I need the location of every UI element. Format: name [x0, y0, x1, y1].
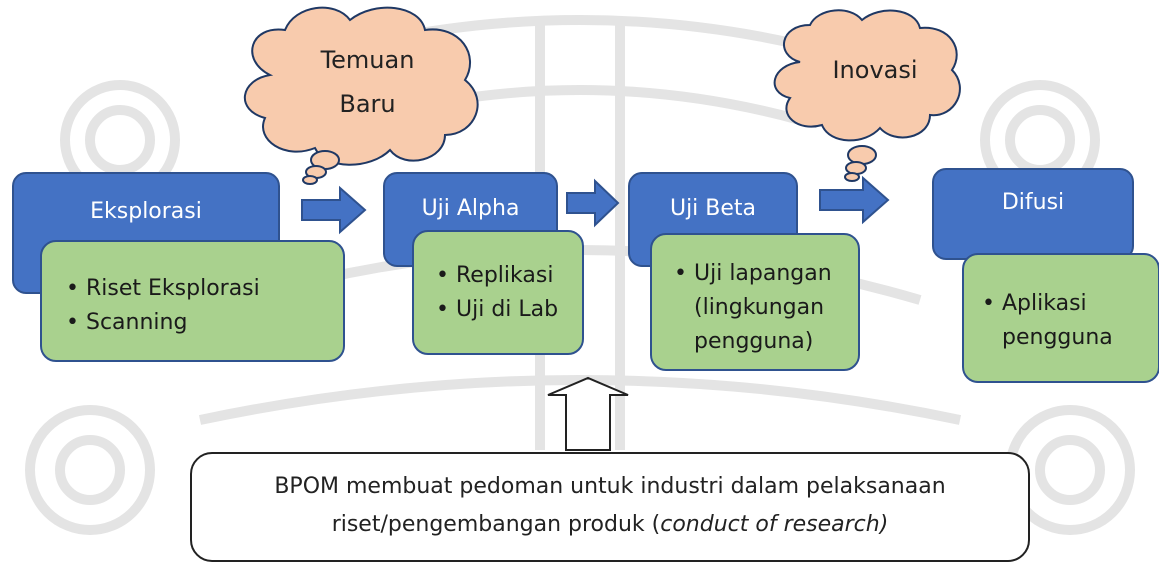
arrow-uji-beta-to-difusi	[819, 175, 890, 225]
bpom-note-box: BPOM membuat pedoman untuk industri dala…	[190, 452, 1030, 562]
arrow-eksplorasi-to-uji-alpha	[301, 185, 367, 235]
detail-difusi: Aplikasi pengguna	[962, 253, 1159, 383]
note-line-1: BPOM membuat pedoman untuk industri dala…	[274, 474, 946, 499]
thought-cloud-temuan-baru	[244, 6, 479, 185]
up-arrow	[547, 376, 629, 451]
thought-cloud-inovasi	[773, 9, 961, 182]
note-line-2: riset/pengembangan produk (conduct of re…	[192, 506, 1028, 544]
detail-item: Riset Eksplorasi	[66, 272, 343, 306]
thought-text-inovasi: Inovasi	[805, 48, 945, 92]
note-line-2-italic: conduct of research)	[660, 512, 889, 537]
detail-item: Scanning	[66, 306, 343, 340]
detail-item: Uji lapangan (lingkungan pengguna)	[674, 257, 850, 359]
stage-title: Eksplorasi	[90, 199, 202, 224]
arrow-uji-alpha-to-uji-beta	[566, 178, 620, 228]
detail-item: Aplikasi pengguna	[982, 287, 1150, 355]
detail-eksplorasi: Riset Eksplorasi Scanning	[40, 240, 345, 362]
note-line-2-prefix: riset/pengembangan produk (	[331, 512, 661, 537]
stage-difusi: Difusi	[932, 168, 1134, 260]
detail-uji-beta: Uji lapangan (lingkungan pengguna)	[650, 233, 860, 371]
thought-text-temuan-baru: Temuan Baru	[280, 38, 455, 126]
diagram-shapes	[244, 6, 961, 451]
detail-item: Replikasi	[436, 259, 582, 293]
stage-title: Uji Alpha	[421, 196, 520, 221]
thought-line: Temuan	[320, 46, 415, 74]
thought-line: Inovasi	[832, 56, 918, 84]
thought-line: Baru	[339, 90, 396, 118]
detail-uji-alpha: Replikasi Uji di Lab	[412, 230, 584, 355]
stage-title: Difusi	[1001, 190, 1065, 215]
detail-item: Uji di Lab	[436, 293, 582, 327]
diagram-canvas: Temuan Baru Inovasi Eksplorasi Riset Eks…	[0, 0, 1159, 549]
stage-title: Uji Beta	[669, 196, 757, 221]
